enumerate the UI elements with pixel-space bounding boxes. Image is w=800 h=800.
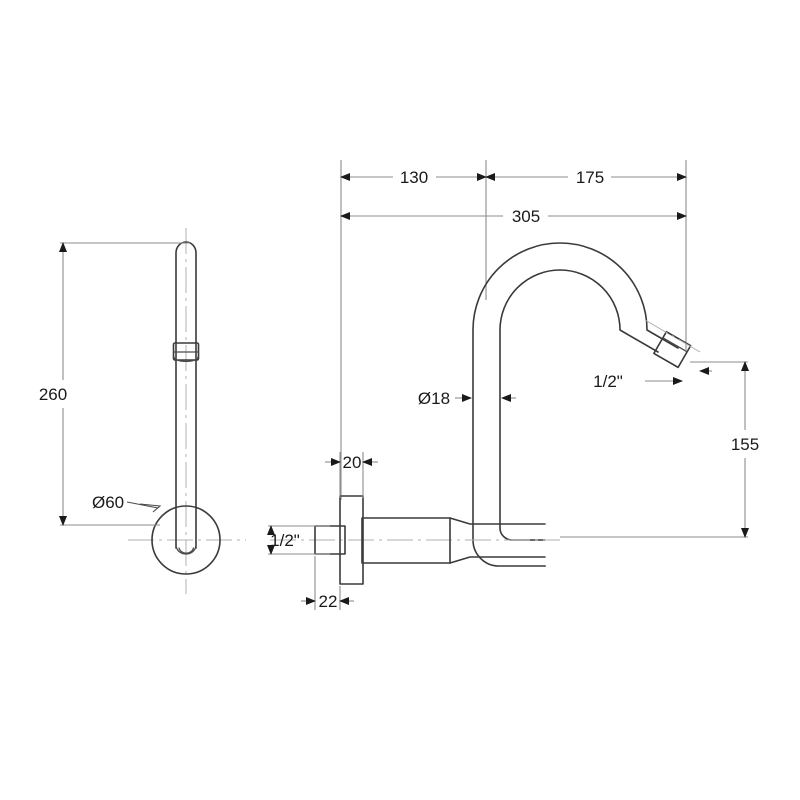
- dimension-155-label: 155: [731, 435, 759, 454]
- spout-outer-profile: [472, 242, 679, 541]
- outlet-centerline: [644, 319, 701, 353]
- dimension-22: 22: [301, 592, 354, 611]
- escutcheon-circle: [151, 505, 221, 575]
- spout-elbow-inner: [499, 527, 546, 541]
- spout-elbow-outer: [472, 539, 546, 567]
- inlet-flange: [339, 495, 364, 585]
- dimension-260-label: 260: [39, 385, 67, 404]
- dimension-outlet-thread-label: 1/2": [593, 372, 623, 391]
- wall-inlet-assembly: 20 22 1/2": [267, 452, 560, 611]
- pipe-outer-bottom: [175, 544, 197, 555]
- dimension-130: 130: [340, 168, 487, 187]
- dimension-175: 175: [485, 168, 687, 187]
- pipe-bore-bottom: [178, 547, 195, 554]
- dimension-130-label: 130: [400, 168, 428, 187]
- inlet-reducer: [449, 517, 546, 564]
- dimension-d18: Ø18: [418, 389, 516, 408]
- dimension-inlet-thread-label: 1/2": [270, 531, 300, 550]
- dimension-d60-label: Ø60: [92, 493, 124, 512]
- vertical-pipe-body: [175, 241, 197, 549]
- left-view-group: 260 Ø60: [39, 228, 246, 594]
- dimension-d60: Ø60: [92, 493, 162, 513]
- dimension-20-label: 20: [343, 453, 362, 472]
- dimension-305-label: 305: [512, 207, 540, 226]
- dimension-22-label: 22: [319, 592, 338, 611]
- dimension-inlet-thread: 1/2": [267, 525, 330, 555]
- dimension-d18-label: Ø18: [418, 389, 450, 408]
- outlet-collar: [653, 330, 692, 369]
- dimension-outlet-thread: 1/2": [593, 367, 712, 391]
- right-view-group: 130 175 305: [267, 160, 759, 611]
- dimension-155: 155: [560, 361, 759, 538]
- spout-body: [472, 242, 679, 567]
- inlet-body: [361, 517, 451, 564]
- dimension-260: 260: [39, 242, 190, 526]
- dimension-20: 20: [325, 453, 378, 472]
- dimension-305: 305: [340, 207, 687, 226]
- pipe-collar: [172, 342, 200, 363]
- spout-inner-profile: [499, 269, 659, 529]
- dimension-175-label: 175: [576, 168, 604, 187]
